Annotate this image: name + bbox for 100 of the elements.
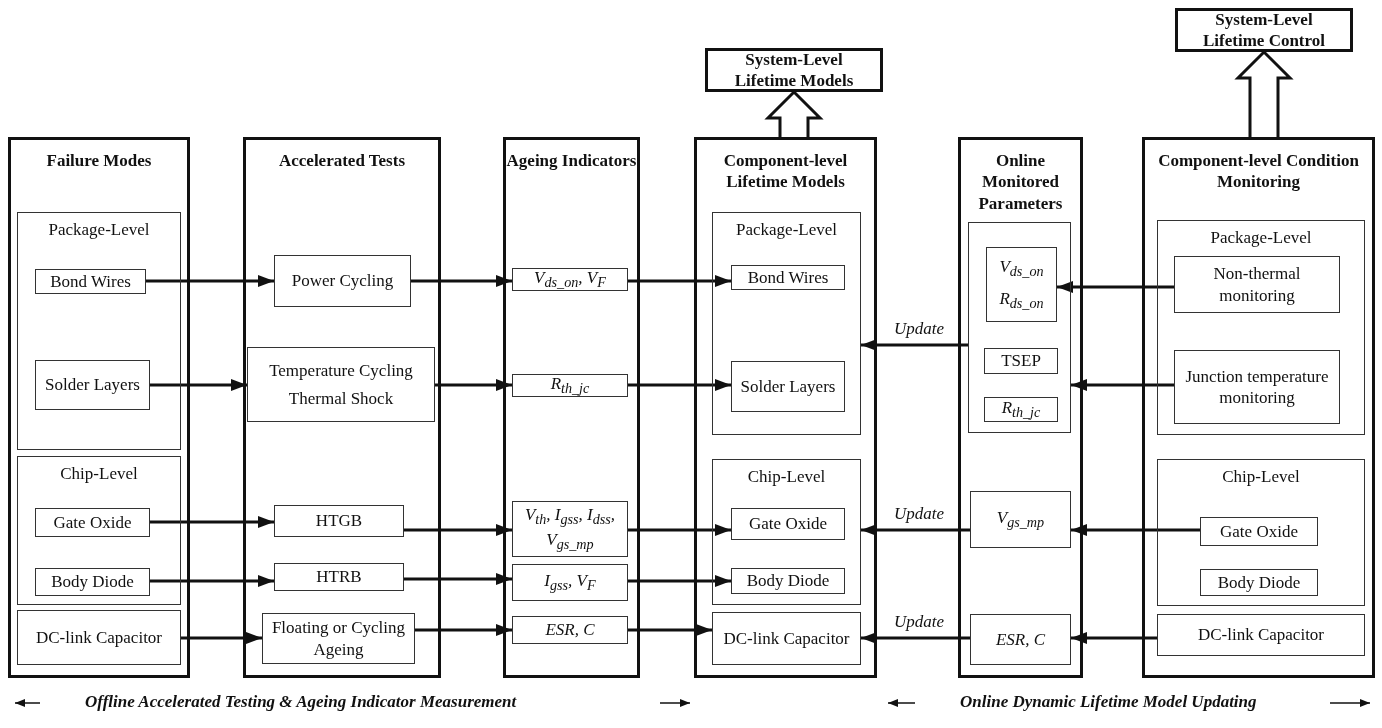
item-label: Body Diode	[1217, 571, 1301, 594]
item-box	[1157, 614, 1365, 656]
item-box	[247, 347, 435, 422]
item-box	[970, 614, 1071, 665]
output-heading: System-Level Lifetime Control	[1202, 8, 1326, 52]
arrow	[150, 575, 274, 587]
group-heading: Chip-Level	[1222, 466, 1300, 488]
item-label: ESR, C	[995, 628, 1046, 651]
item-box	[970, 491, 1071, 548]
item-label: DC-link Capacitor	[35, 626, 163, 649]
arrow	[1071, 524, 1200, 536]
item-box	[35, 269, 146, 294]
group-box	[712, 459, 861, 605]
arrow	[435, 379, 512, 391]
item-box	[512, 374, 628, 397]
group-box	[17, 212, 181, 450]
arrow	[150, 516, 274, 528]
section-caption: Online Dynamic Lifetime Model Updating	[960, 692, 1257, 712]
group-heading: Package-Level	[736, 219, 837, 241]
item-label: DC-link Capacitor	[723, 627, 850, 650]
item-box	[986, 247, 1057, 322]
arrow	[628, 624, 712, 636]
item-box	[35, 508, 150, 537]
arrow	[628, 575, 731, 587]
item-box	[17, 610, 181, 665]
column-heading: Accelerated Tests	[278, 150, 406, 172]
arrow	[1057, 281, 1174, 293]
column-heading: Ageing Indicators	[506, 150, 637, 172]
arrow	[1071, 379, 1174, 391]
output-box	[1175, 8, 1353, 52]
arrow	[415, 624, 512, 636]
item-label: HTRB	[316, 566, 362, 588]
item-box	[512, 268, 628, 291]
arrow	[861, 524, 970, 536]
item-box	[512, 616, 628, 644]
item-label: V$_{gs_mp}$	[996, 506, 1045, 533]
column-panel	[694, 137, 877, 678]
item-label: Solder Layers	[45, 374, 140, 396]
group-heading: Chip-Level	[60, 463, 138, 485]
item-label: Junction temperature monitoring	[1184, 365, 1330, 409]
item-label: Solder Layers	[740, 375, 836, 398]
item-box	[731, 361, 845, 412]
arrow	[861, 632, 970, 644]
group-box	[712, 212, 861, 435]
item-box	[731, 265, 845, 290]
item-label: Thermal Shock	[288, 387, 394, 409]
edge-label: Update	[892, 612, 946, 632]
item-box	[984, 348, 1058, 374]
group-box	[1157, 459, 1365, 606]
group-box	[17, 456, 181, 605]
edge-label: Update	[892, 504, 946, 524]
column-heading: Component-level Condition Monitoring	[1157, 150, 1360, 193]
item-box	[1174, 256, 1340, 313]
item-label: Body Diode	[51, 571, 134, 593]
column-heading: Online Monitored Parameters	[977, 150, 1064, 214]
column-heading: Failure Modes	[46, 150, 152, 172]
arrow	[861, 339, 968, 351]
column-panel	[958, 137, 1083, 678]
group-heading: Package-Level	[48, 219, 150, 241]
item-box	[274, 505, 404, 537]
item-label: Floating or Cycling Ageing	[270, 617, 407, 660]
item-box	[262, 613, 415, 664]
item-box	[1200, 569, 1318, 596]
item-box	[1200, 517, 1318, 546]
arrow	[628, 524, 731, 536]
column-panel	[243, 137, 441, 678]
item-label: Body Diode	[746, 570, 830, 592]
item-box	[1174, 350, 1340, 424]
item-box	[731, 508, 845, 540]
item-box	[35, 568, 150, 596]
item-box	[274, 255, 411, 307]
item-box	[712, 612, 861, 665]
arrow	[181, 632, 262, 644]
arrow	[150, 379, 247, 391]
arrow	[1071, 632, 1157, 644]
item-label: R$_{th_jc}$	[550, 372, 590, 399]
item-label: Gate Oxide	[53, 511, 132, 534]
item-box	[512, 564, 628, 601]
arrow	[628, 275, 731, 287]
item-label: TSEP	[1001, 350, 1041, 372]
item-box	[512, 501, 628, 557]
section-caption: Offline Accelerated Testing & Ageing Indicator Measurement	[85, 692, 517, 712]
item-label: Bond Wires	[50, 270, 131, 293]
item-label: DC-link Capacitor	[1197, 624, 1325, 646]
block-arrow	[1234, 49, 1294, 139]
item-box	[274, 563, 404, 591]
output-box	[705, 48, 883, 92]
item-label: Gate Oxide	[1220, 520, 1298, 543]
item-label: V$_{ds_on}$, V$_{F}$	[534, 266, 606, 293]
column-panel	[8, 137, 190, 678]
item-label: Gate Oxide	[749, 513, 827, 535]
item-label: Power Cycling	[291, 270, 394, 292]
item-label: ESR, C	[545, 619, 595, 641]
item-box	[731, 568, 845, 594]
item-label: R$_{ds_on}$	[999, 287, 1044, 313]
item-label: Non-thermal monitoring	[1212, 263, 1302, 306]
arrow	[628, 379, 731, 391]
arrow	[404, 573, 512, 585]
group-box	[968, 222, 1071, 433]
column-heading: Component-level Lifetime Models	[722, 150, 849, 193]
